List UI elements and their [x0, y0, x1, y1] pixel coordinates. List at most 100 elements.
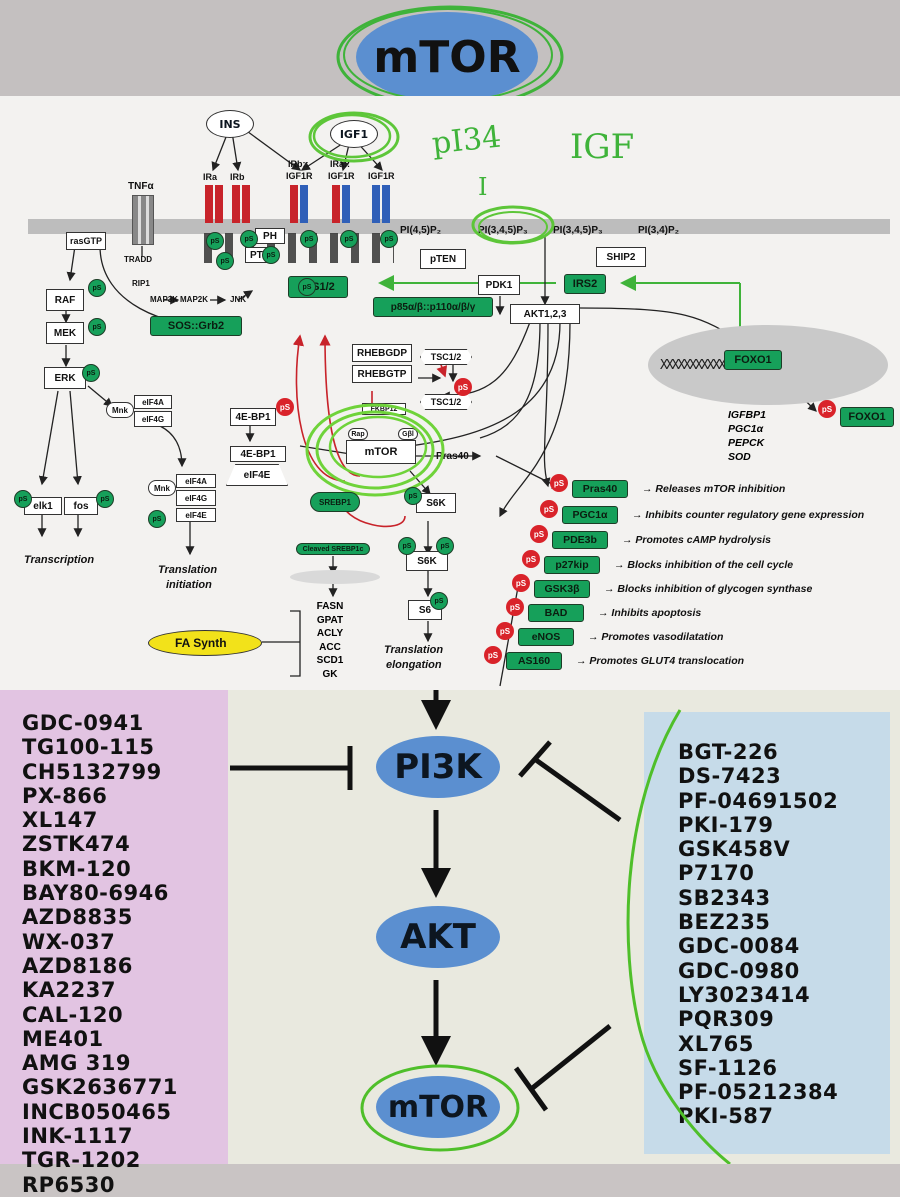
- elk1-box: elk1: [24, 497, 62, 515]
- akt-target-effect: → Inhibits counter regulatory gene expre…: [632, 509, 865, 521]
- dual-inhibitor-item: GDC-0980: [678, 958, 800, 983]
- lipogenic-gene: ACLY: [316, 628, 344, 639]
- ins-ligand: INS: [206, 110, 254, 138]
- phospho-dot-green: pS: [436, 537, 454, 555]
- pras40-label: Pras40: [436, 451, 469, 462]
- header-mtor-ellipse: mTOR: [356, 12, 538, 102]
- igf1-scribble: [308, 111, 400, 163]
- irs2-box: IRS2: [564, 274, 606, 294]
- akt-target-box: Pras40: [572, 480, 628, 498]
- p85-box: p85α/β::p110α/β/γ: [373, 297, 493, 317]
- phospho-site: pS: [506, 598, 524, 616]
- rheb-gtp-box: RHEBGTP: [352, 365, 412, 383]
- dual-inhibitor-item: PKI-587: [678, 1104, 774, 1129]
- ira-igf1r-label-1: IRa::: [330, 159, 350, 169]
- sos-grb2-box: SOS::Grb2: [150, 316, 242, 336]
- hybrid-receptor-1b: [300, 185, 308, 223]
- phospho-dot-green: pS: [340, 230, 358, 248]
- pi3k-inhibitor-item: AZD8835: [22, 905, 133, 930]
- akt-target-effect: → Inhibits apoptosis: [598, 607, 702, 619]
- map2k-label: MAP2K: [180, 295, 209, 304]
- irb-igf1r-label-2: IGF1R: [286, 171, 313, 181]
- transcription-label: Transcription: [24, 554, 95, 566]
- pip3-b-label: PI(3,4,5)P₃: [553, 225, 603, 236]
- dual-inhibitor-item: SF-1126: [678, 1055, 778, 1080]
- phospho-dot-green: pS: [14, 490, 32, 508]
- dual-inhibitor-item: PF-05212384: [678, 1080, 839, 1105]
- lipogenic-gene: SCD1: [316, 655, 344, 666]
- phospho-dot-green: pS: [88, 279, 106, 297]
- pi3k-inhibitor-item: BAY80-6946: [22, 881, 169, 906]
- mnk-box: Mnk: [106, 402, 134, 418]
- translation-init-label-2: initiation: [166, 579, 212, 591]
- phospho-dot-red: pS: [276, 398, 294, 416]
- pi3k-inhibitor-item: INK-1117: [22, 1124, 133, 1149]
- phospho-dot-green: pS: [300, 230, 318, 248]
- erk-box: ERK: [44, 367, 86, 389]
- phospho-dot-green: pS: [148, 510, 166, 528]
- phospho-dot-green: pS: [88, 318, 106, 336]
- pi3k-inhibitor-item: CH5132799: [22, 759, 162, 784]
- phospho-dot-green: pS: [430, 592, 448, 610]
- srebp-c-box: Cleaved SREBP1c: [296, 543, 370, 555]
- tsc-b-box: TSC1/2: [420, 394, 472, 410]
- phospho-site: pS: [530, 525, 548, 543]
- phospho-dot-green: pS: [82, 364, 100, 382]
- phospho-site: pS: [540, 500, 558, 518]
- akt-target-box: BAD: [528, 604, 584, 622]
- pi3k-inhibitor-item: ME401: [22, 1026, 104, 1051]
- phospho-site: pS: [522, 550, 540, 568]
- pten-box: pTEN: [420, 249, 466, 269]
- tsc-a-box: TSC1/2: [420, 349, 472, 365]
- akt-node: AKT: [376, 906, 500, 968]
- mtor-node: mTOR: [376, 1076, 500, 1138]
- foxo-target: PGC1α: [728, 423, 764, 435]
- eif4a-box: eIF4A: [134, 395, 172, 409]
- fos-box: fos: [64, 497, 98, 515]
- pi3k-inhibitor-item: AMG 319: [22, 1051, 132, 1076]
- ir-receptor-a: [205, 185, 213, 223]
- bottom-arrows: [230, 690, 731, 1164]
- irb-igf1r-label-1: IRb::: [288, 159, 309, 169]
- phospho-dot-green: pS: [206, 232, 224, 250]
- pi3k-inhibitor-item: RP6530: [22, 1172, 116, 1197]
- phospho-dot-green: pS: [216, 252, 234, 270]
- akt-target-effect: → Promotes vasodilatation: [588, 631, 724, 643]
- dual-inhibitor-item: LY3023414: [678, 982, 811, 1007]
- mek-box: MEK: [46, 322, 84, 344]
- akt-target-box: eNOS: [518, 628, 574, 646]
- pi3k-inhibitor-item: GDC-0941: [22, 711, 144, 735]
- ir-receptor-a2: [215, 185, 223, 223]
- srebp-dna: [290, 570, 380, 584]
- hybrid-receptor-2b: [342, 185, 350, 223]
- mtor-scribble: [305, 403, 445, 497]
- pi3k-inhibitor-item: KA2237: [22, 978, 116, 1003]
- hybrid-receptor-2a: [332, 185, 340, 223]
- ship2-box: SHIP2: [596, 247, 646, 267]
- phospho-dot-green: pS: [96, 490, 114, 508]
- tnf-label: TNFα: [128, 181, 154, 192]
- tnf-receptor: [132, 195, 154, 245]
- akt-target-box: PGC1α: [562, 506, 618, 524]
- phospho-site: pS: [484, 646, 502, 664]
- dual-inhibitor-item: GSK458V: [678, 837, 791, 862]
- akt-target-box: p27kip: [544, 556, 600, 574]
- pip3-label: PI(3,4,5)P₃: [478, 225, 528, 236]
- dual-inhibitor-item: SB2343: [678, 885, 771, 910]
- akt-target-box: GSK3β: [534, 580, 590, 598]
- pi3k-inhibitor-item: XL147: [22, 808, 98, 833]
- dual-inhibitor-item: XL765: [678, 1031, 754, 1056]
- translation-el-label-1: Translation: [384, 644, 444, 656]
- mnk2-box: Mnk: [148, 480, 176, 496]
- receptor-tails: [204, 233, 394, 263]
- ebp1-2-box: 4E-BP1: [230, 446, 286, 462]
- phospho-site: pS: [496, 622, 514, 640]
- pi3k-inhibitor-panel: [0, 690, 228, 1164]
- s6k-box: S6K: [416, 493, 456, 513]
- header-scribble-circle: [336, 5, 564, 109]
- pi3k-inhibitor-item: TG100-115: [22, 735, 155, 760]
- pi3k-inhibitor-item: GSK2636771: [22, 1075, 178, 1100]
- gbl-bubble: Gβl: [398, 428, 418, 440]
